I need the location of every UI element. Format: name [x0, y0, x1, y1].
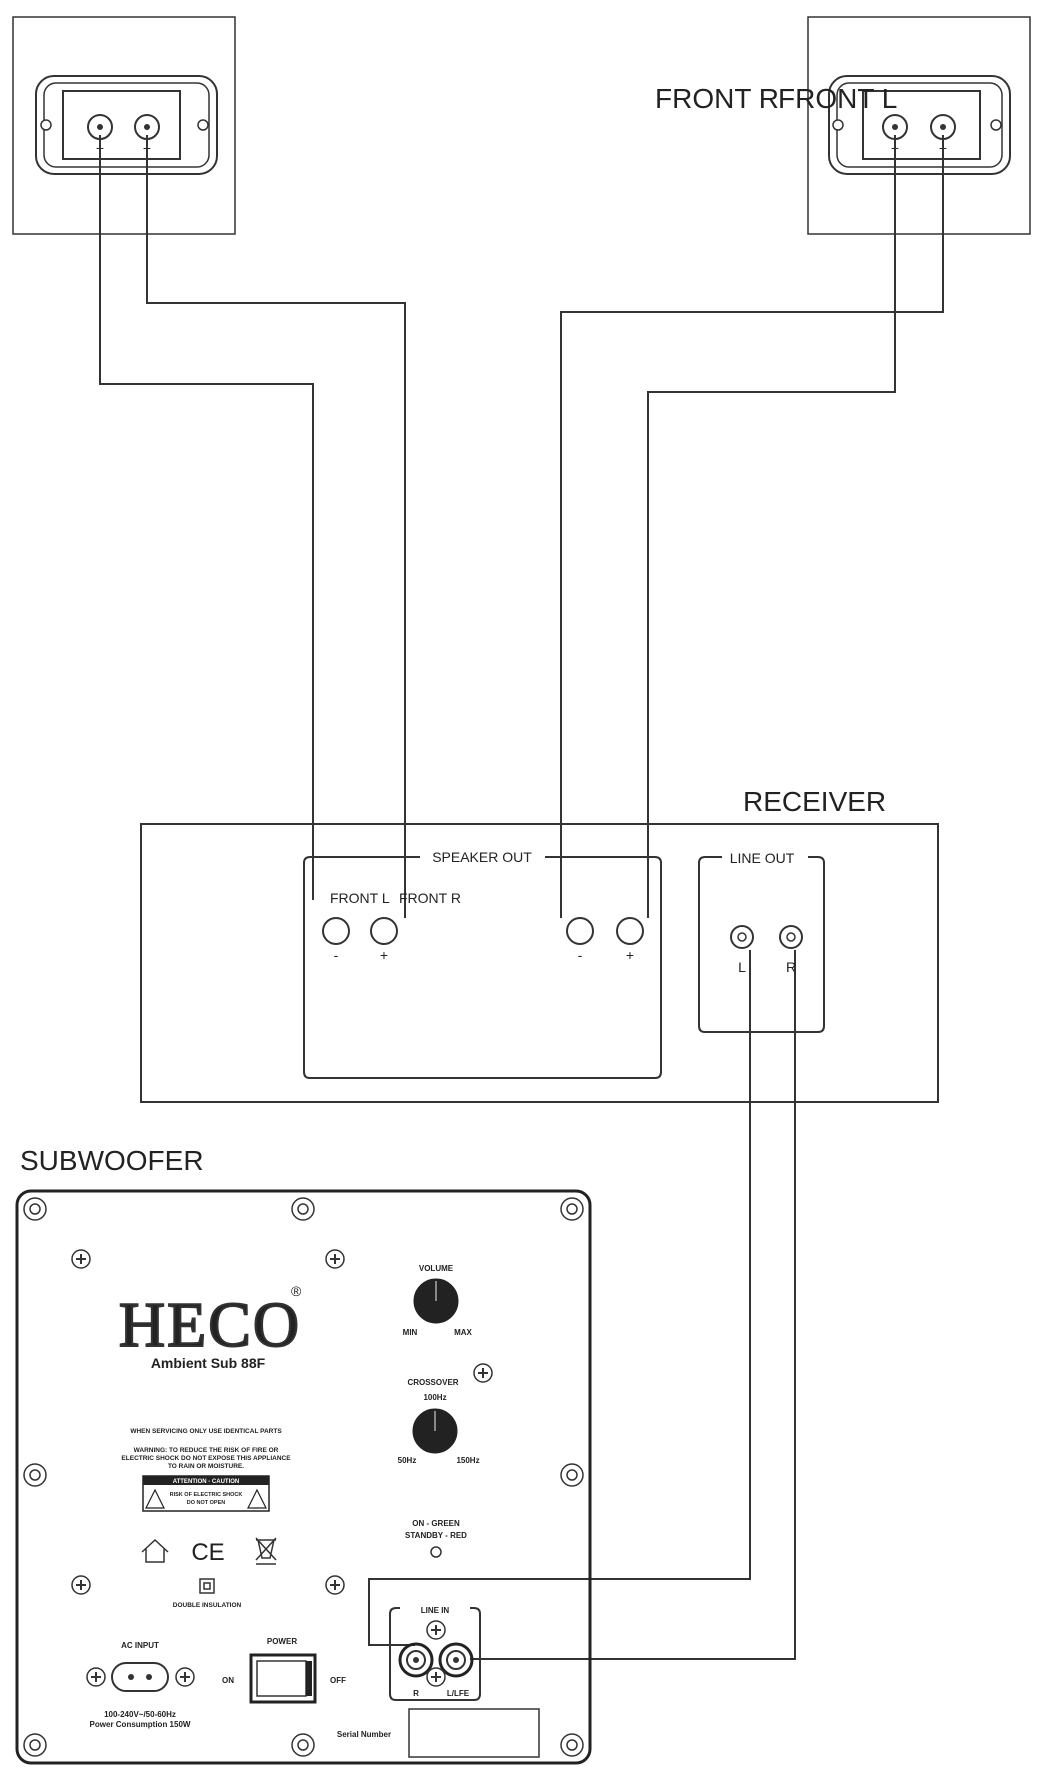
caution-heading: ATTENTION - CAUTION — [173, 1479, 240, 1485]
crossover-100hz-label: 100Hz — [423, 1393, 446, 1402]
warning-text: WHEN SERVICING ONLY USE IDENTICAL PARTS — [130, 1428, 282, 1435]
volume-label: VOLUME — [419, 1264, 454, 1273]
screw-icon — [175, 1667, 195, 1687]
warning-text: ELECTRIC SHOCK DO NOT EXPOSE THIS APPLIA… — [121, 1455, 291, 1462]
warning-text: TO RAIN OR MOISTURE. — [168, 1463, 244, 1470]
screw-icon — [325, 1575, 345, 1595]
caution-text: RISK OF ELECTRIC SHOCK — [170, 1492, 243, 1498]
receiver-front-r-label: FRONT R — [399, 890, 461, 906]
led-standby-label: STANDBY - RED — [405, 1531, 467, 1540]
receiver-title: RECEIVER — [743, 786, 886, 817]
speaker-left-screw — [40, 119, 52, 131]
screw-icon — [426, 1620, 446, 1640]
brand-logo: HECO — [119, 1289, 301, 1360]
speaker-right: − + — [807, 16, 1031, 235]
caution-label: ATTENTION - CAUTION RISK OF ELECTRIC SHO… — [142, 1475, 270, 1512]
receiver-front-l-label: FRONT L — [330, 890, 390, 906]
screw-icon — [426, 1667, 446, 1687]
subwoofer-panel: HECO ® Ambient Sub 88F VOLUME MIN MAX CR… — [15, 1189, 592, 1765]
line-out-r-label: R — [786, 959, 796, 975]
crossover-50hz-label: 50Hz — [398, 1456, 417, 1465]
volume-knob[interactable] — [413, 1278, 459, 1324]
exclamation-warning-icon — [247, 1488, 267, 1509]
power-consumption-label: Power Consumption 150W — [90, 1720, 191, 1729]
front-r-label: FRONT R — [655, 83, 779, 114]
line-out-label: LINE OUT — [730, 850, 795, 866]
weee-bin-icon — [255, 1537, 277, 1565]
line-out-l-label: L — [738, 959, 746, 975]
crossover-150hz-label: 150Hz — [456, 1456, 479, 1465]
line-out-r-jack — [779, 925, 803, 949]
screw-icon — [71, 1249, 91, 1269]
power-switch[interactable] — [249, 1653, 317, 1704]
panel-bolt — [291, 1197, 315, 1221]
double-insulation-icon — [199, 1578, 215, 1594]
receiver-panel: SPEAKER OUT FRONT L FRONT R - + - + LINE… — [140, 823, 939, 1103]
screw-icon — [325, 1249, 345, 1269]
speaker-right-screw — [990, 119, 1002, 131]
plus-label: + — [626, 947, 634, 963]
line-in-l-label: L/LFE — [447, 1689, 470, 1698]
volume-max-label: MAX — [454, 1328, 472, 1337]
ac-input-socket[interactable] — [111, 1662, 169, 1692]
panel-bolt — [560, 1197, 584, 1221]
line-out-l-jack — [730, 925, 754, 949]
led-on-label: ON - GREEN — [412, 1519, 460, 1528]
screw-icon — [86, 1667, 106, 1687]
line-in-r-label: R — [413, 1689, 419, 1698]
volume-min-label: MIN — [403, 1328, 418, 1337]
ac-input-label: AC INPUT — [121, 1641, 159, 1650]
crossover-label: CROSSOVER — [407, 1378, 458, 1387]
line-in-panel: LINE IN R L/LFE — [389, 1606, 481, 1701]
receiver-front-l-plus-jack — [370, 917, 398, 945]
serial-number-label: Serial Number — [337, 1730, 391, 1739]
panel-bolt — [560, 1463, 584, 1487]
panel-bolt — [560, 1733, 584, 1757]
line-in-l-jack[interactable] — [438, 1642, 474, 1678]
power-label: POWER — [267, 1637, 297, 1646]
subwoofer-title: SUBWOOFER — [20, 1145, 204, 1176]
serial-number-box — [408, 1708, 540, 1758]
crossover-knob[interactable] — [412, 1408, 458, 1454]
warning-text: WARNING: TO REDUCE THE RISK OF FIRE OR — [134, 1447, 279, 1454]
line-in-label: LINE IN — [421, 1606, 450, 1615]
model-name: Ambient Sub 88F — [151, 1355, 266, 1371]
power-off-label: OFF — [330, 1676, 346, 1685]
speaker-wires — [99, 135, 944, 918]
panel-bolt — [23, 1463, 47, 1487]
speaker-left: − + — [12, 16, 236, 235]
double-insulation-label: DOUBLE INSULATION — [173, 1602, 242, 1609]
panel-bolt — [291, 1733, 315, 1757]
status-led — [430, 1546, 442, 1558]
screw-icon — [473, 1363, 493, 1383]
minus-label: - — [334, 947, 339, 963]
speaker-right-screw — [832, 119, 844, 131]
ce-mark: CE — [191, 1539, 224, 1566]
power-on-label: ON — [222, 1676, 234, 1685]
registered-mark: ® — [291, 1283, 302, 1299]
receiver-front-l-minus-jack — [322, 917, 350, 945]
panel-bolt — [23, 1733, 47, 1757]
screw-icon — [71, 1575, 91, 1595]
speaker-left-screw — [197, 119, 209, 131]
panel-bolt — [23, 1197, 47, 1221]
speaker-out-label: SPEAKER OUT — [432, 849, 532, 865]
receiver-front-r-minus-jack — [566, 917, 594, 945]
plus-label: + — [380, 947, 388, 963]
line-wires — [368, 950, 796, 1660]
minus-label: - — [578, 947, 583, 963]
line-in-r-jack[interactable] — [398, 1642, 434, 1678]
front-l-label: FRONT L — [778, 83, 897, 114]
receiver-front-r-plus-jack — [616, 917, 644, 945]
voltage-label: 100-240V~/50-60Hz — [104, 1710, 176, 1719]
caution-text: DO NOT OPEN — [187, 1500, 226, 1506]
indoor-use-icon — [141, 1538, 169, 1563]
shock-warning-icon — [145, 1488, 165, 1509]
